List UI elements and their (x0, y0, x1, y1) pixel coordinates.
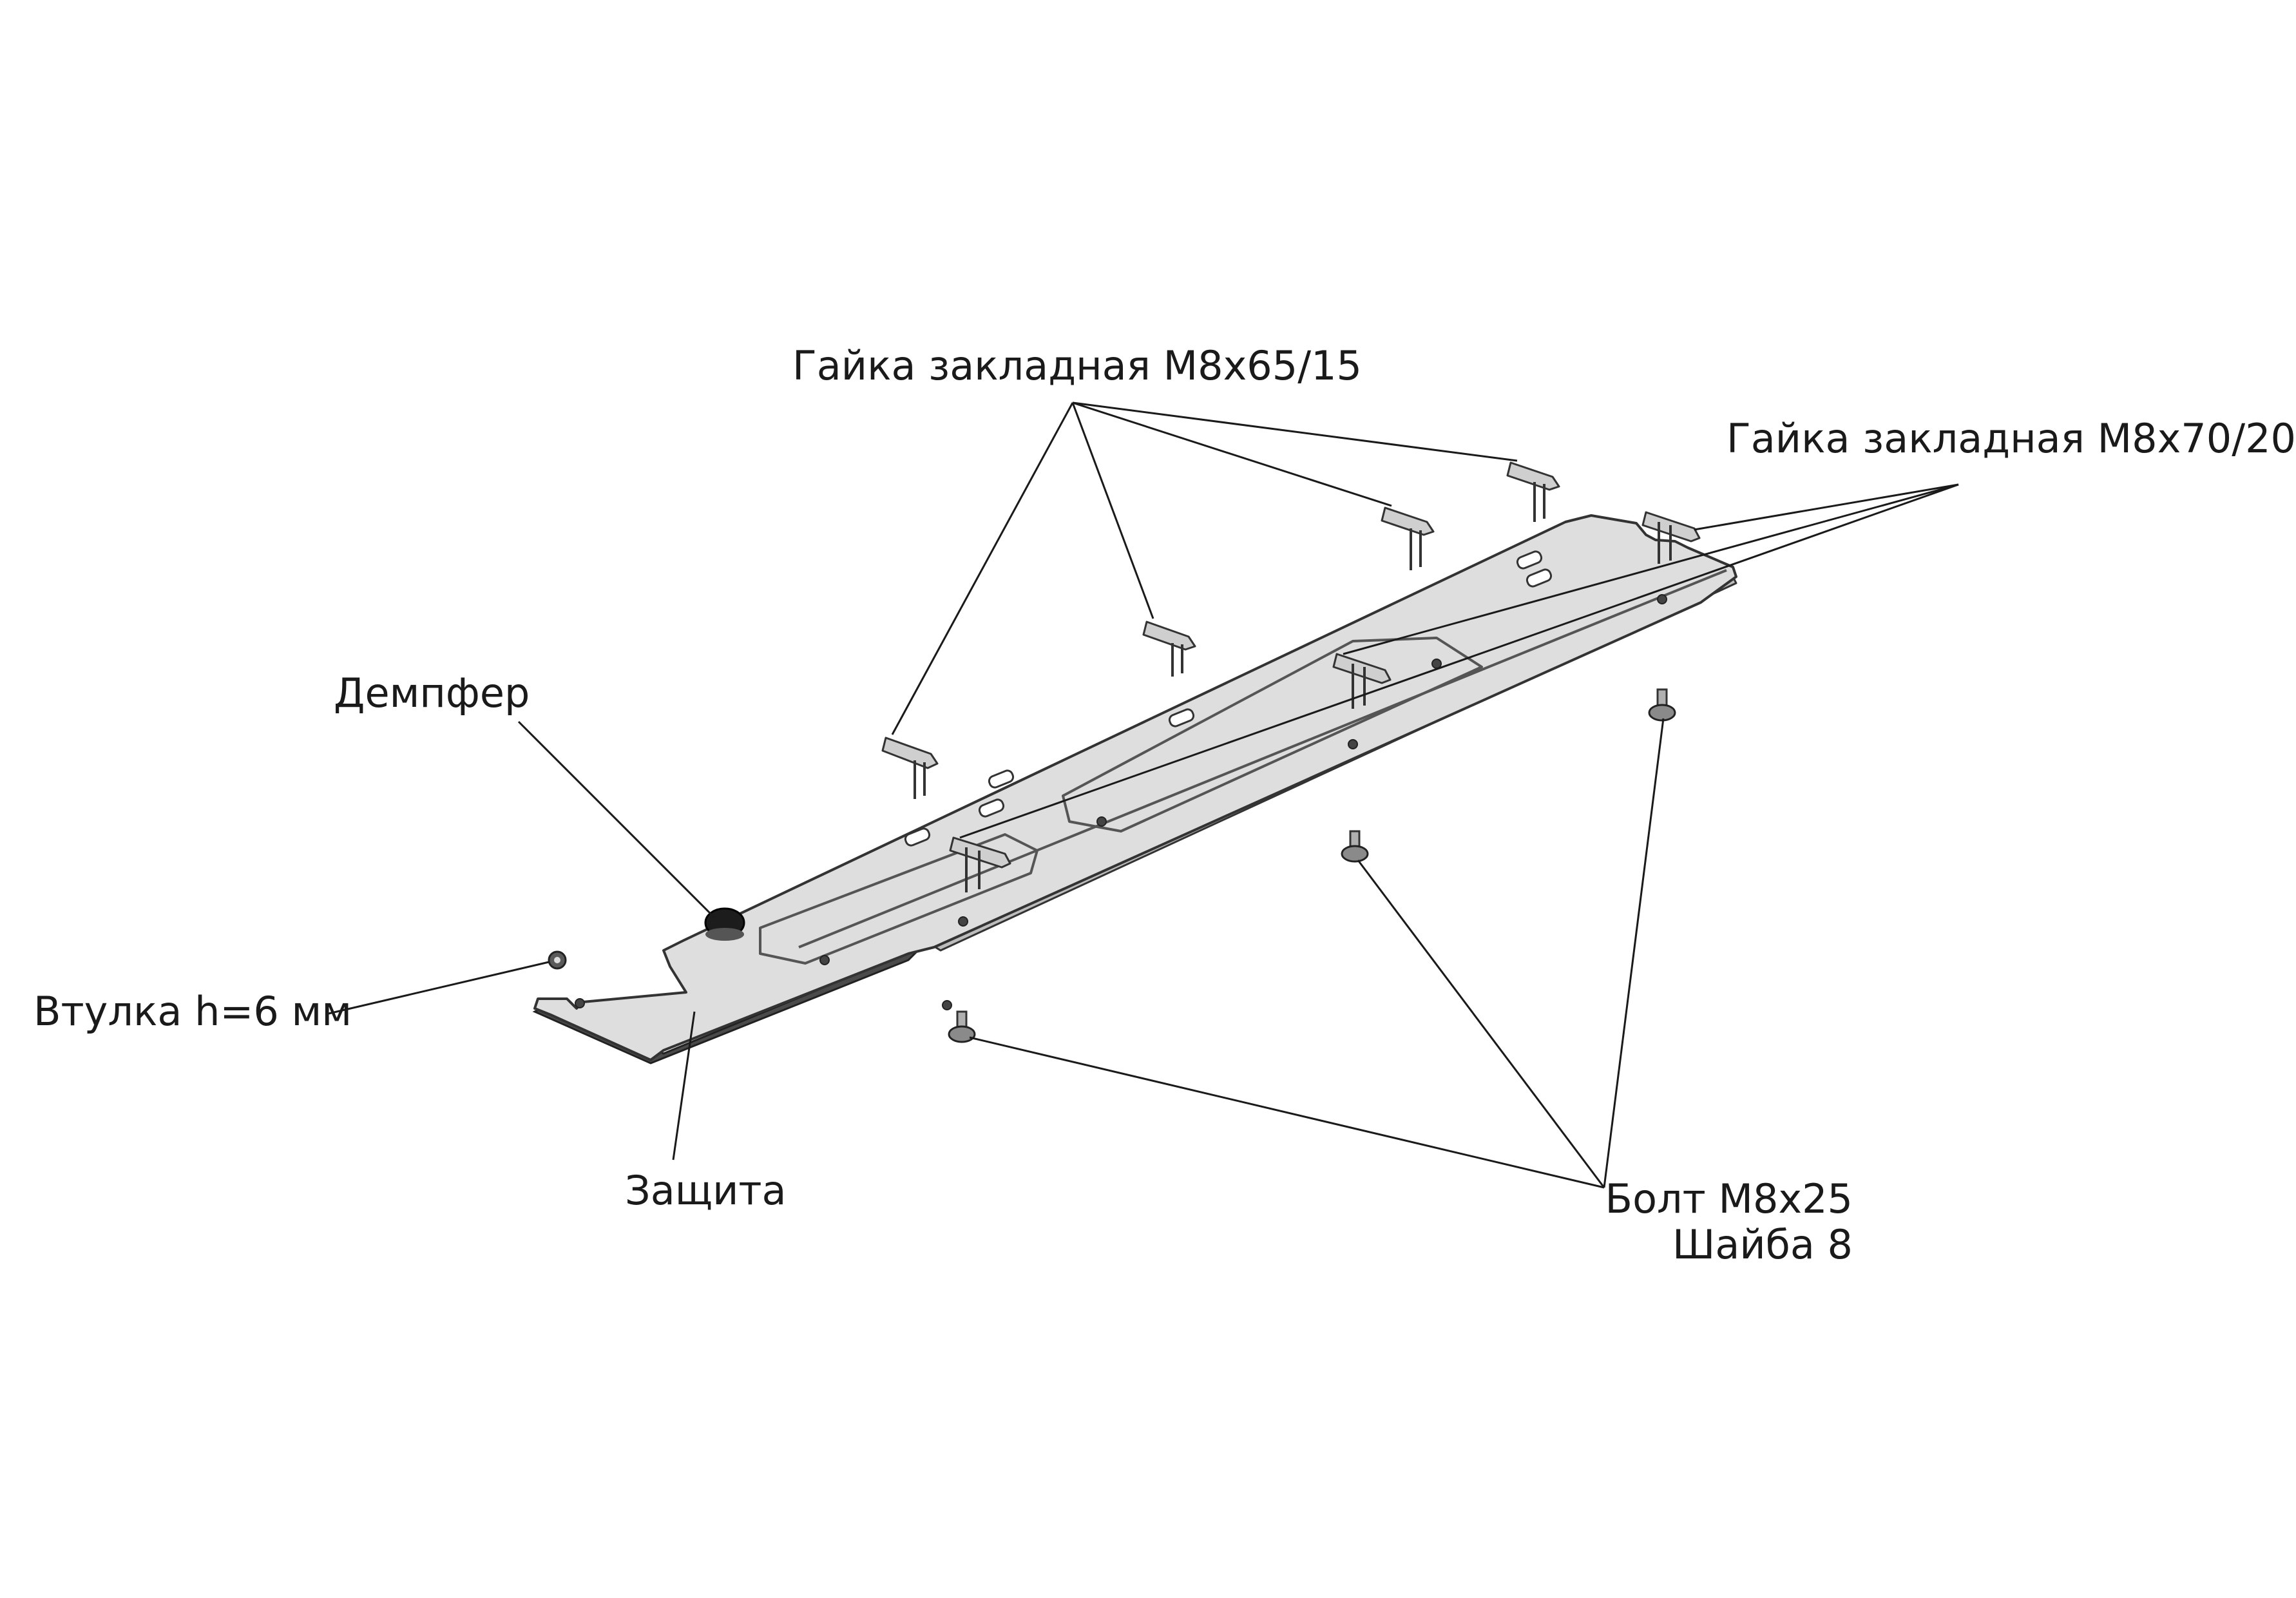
embedded-nut-70-1 (949, 836, 1011, 892)
embedded-nut-65-3 (1381, 506, 1435, 570)
leader-guard (672, 1011, 696, 1160)
guard-plate-rib-1 (759, 833, 1038, 965)
hole (1431, 659, 1442, 669)
bolt-3 (1648, 688, 1676, 722)
label-embedded-nut-70: Гайка закладная М8х70/20 (1727, 415, 2296, 462)
slot (988, 769, 1015, 789)
slot (904, 827, 931, 847)
leader-damper (517, 720, 716, 919)
guard-plate-fold-line (798, 569, 1727, 948)
embedded-nut-65-1 (881, 736, 939, 799)
label-bolt: Болт М8х25 (1605, 1175, 1853, 1222)
label-bushing: Втулка h=6 мм (33, 988, 352, 1035)
leader-nut-70-3 (1694, 483, 1959, 531)
hole (1348, 739, 1358, 749)
leader-nut-65-3 (1072, 401, 1392, 507)
slot (1516, 550, 1543, 570)
guard-plate (532, 514, 1737, 1064)
leader-nut-65-4 (1072, 401, 1518, 462)
guard-plate-top (533, 514, 1737, 1061)
label-washer: Шайба 8 (1672, 1221, 1853, 1269)
damper-part-shadow (705, 928, 744, 941)
hole (1096, 816, 1107, 827)
leader-bushing (328, 961, 550, 1015)
leader-bolt-1 (969, 1036, 1605, 1189)
hole (819, 955, 830, 965)
leader-nut-65-2 (1071, 402, 1154, 619)
label-embedded-nut-65: Гайка закладная М8х65/15 (792, 342, 1362, 389)
leader-bolt-3 (1603, 718, 1665, 1188)
bolt-2 (1341, 830, 1369, 863)
hole (942, 1000, 952, 1010)
guard-plate-rib-2 (1062, 637, 1483, 833)
label-bolt-washer: Болт М8х25 Шайба 8 (1605, 1176, 1853, 1268)
label-guard: Защита (625, 1167, 787, 1214)
slot (1526, 568, 1553, 588)
bushing-part-hole (554, 957, 560, 963)
hole (1657, 594, 1667, 604)
hole (575, 998, 585, 1008)
label-damper: Демпфер (334, 669, 530, 717)
embedded-nut-65-4 (1506, 461, 1560, 522)
embedded-nut-65-2 (1142, 621, 1196, 677)
embedded-nut-70-3 (1641, 511, 1701, 564)
embedded-nut-70-2 (1332, 653, 1392, 709)
leader-nut-65-1 (891, 402, 1074, 735)
leader-bolt-2 (1357, 860, 1605, 1188)
hole (958, 916, 968, 927)
slot (1168, 708, 1195, 727)
leader-nut-70-1 (959, 483, 1959, 839)
leader-lines (328, 401, 1959, 1189)
bolt-1 (948, 1010, 976, 1043)
slot (978, 798, 1005, 818)
leader-nut-70-2 (1343, 483, 1959, 655)
